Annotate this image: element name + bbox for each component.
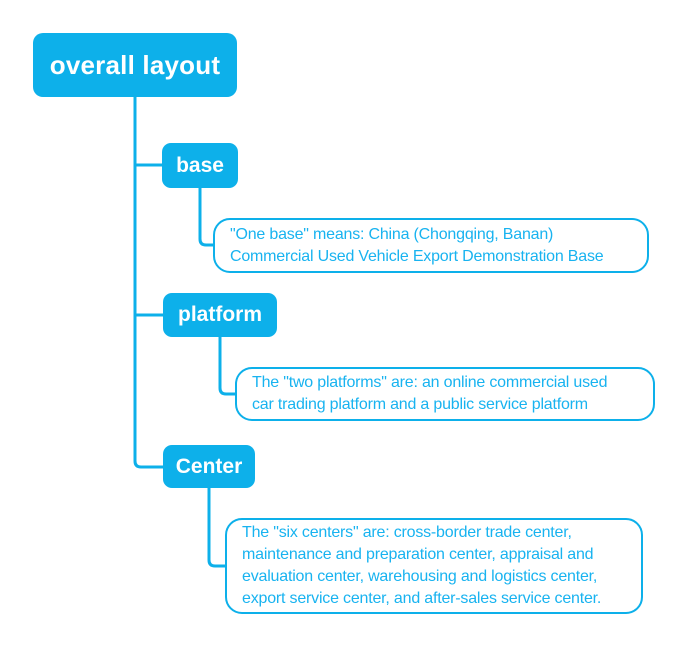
note-center-line-3: evaluation center, warehousing and logis… [242,568,598,585]
node-base: base [162,143,238,188]
connector-base-note [198,188,213,247]
node-center-label: Center [175,454,243,478]
node-platform: platform [163,293,277,337]
note-center-line-1: The "six centers" are: cross-border trad… [242,524,572,541]
note-base: "One base" means: China (Chongqing, Bana… [213,218,649,273]
node-platform-label: platform [178,303,262,326]
note-center: The "six centers" are: cross-border trad… [225,518,643,614]
note-center-line-2: maintenance and preparation center, appr… [242,546,594,563]
note-platform: The "two platforms" are: an online comme… [235,367,655,421]
connector-center-note [207,488,225,568]
connector-platform-note [218,337,235,396]
note-base-line-1: "One base" means: China (Chongqing, Bana… [230,225,554,243]
connector-trunk [133,97,163,469]
note-base-line-2: Commercial Used Vehicle Export Demonstra… [230,247,604,265]
node-overall-layout: overall layout [33,33,237,97]
node-overall-layout-label: overall layout [49,49,221,80]
node-base-label: base [176,153,224,177]
note-platform-line-1: The "two platforms" are: an online comme… [252,374,608,391]
node-center: Center [163,445,255,488]
note-center-line-4: export service center, and after-sales s… [242,590,602,607]
note-platform-line-2: car trading platform and a public servic… [252,396,588,413]
